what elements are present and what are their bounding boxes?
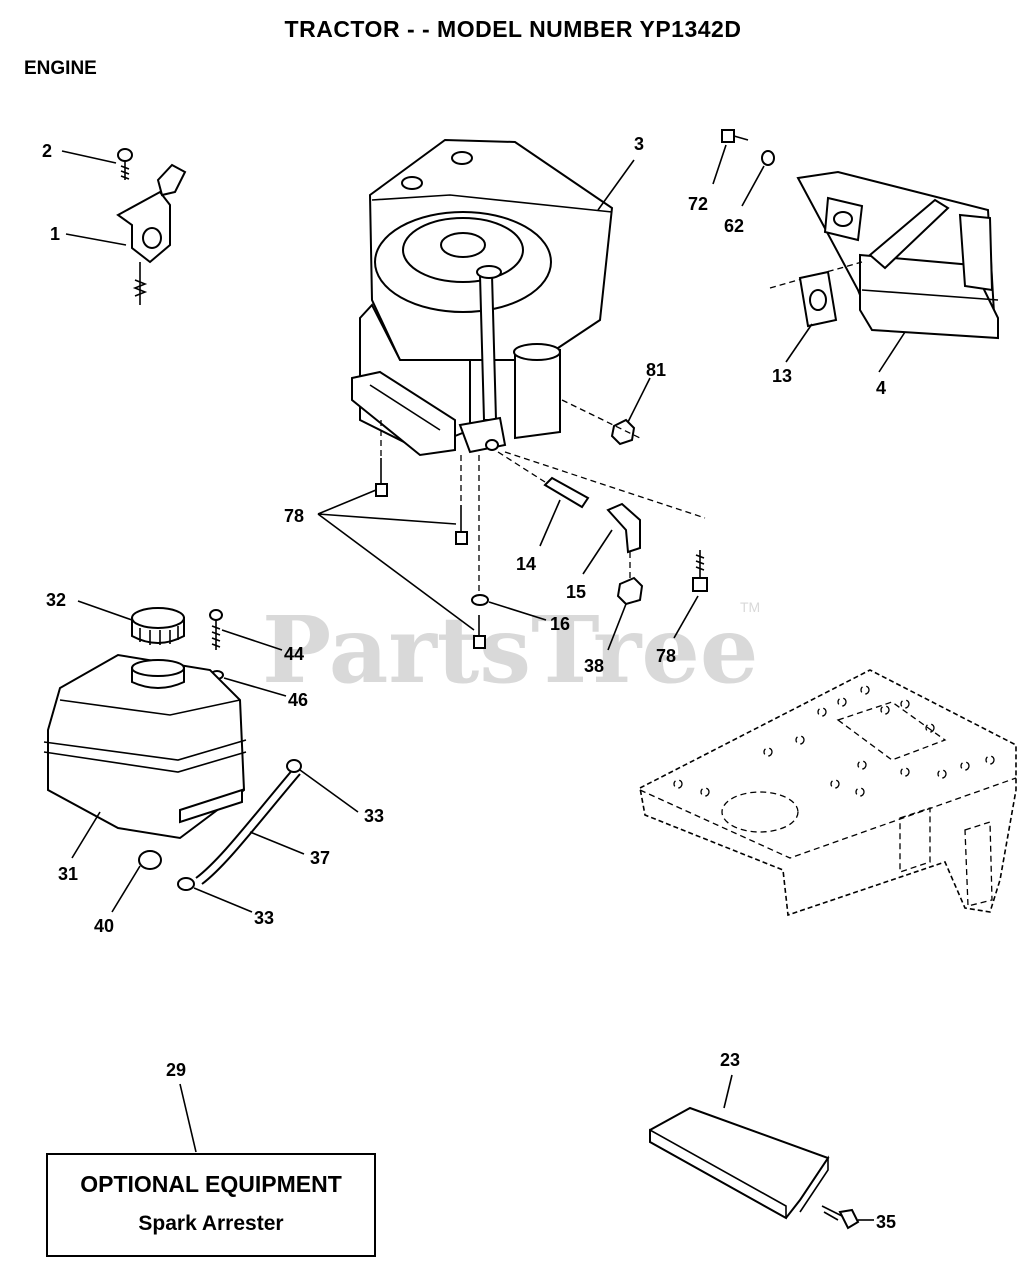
leader-33b bbox=[193, 887, 253, 913]
clamp-part-33-upper bbox=[286, 759, 302, 773]
screw-part-44 bbox=[209, 609, 223, 650]
spark-arrester-part-23 bbox=[649, 1106, 830, 1220]
leader-33a bbox=[299, 769, 359, 813]
callout-15: 15 bbox=[566, 582, 586, 602]
watermark-trademark: TM bbox=[740, 599, 760, 615]
optional-equipment-subtitle: Spark Arrester bbox=[138, 1212, 284, 1235]
watermark-text: PartsTree bbox=[262, 596, 758, 704]
leader-3 bbox=[597, 159, 635, 211]
callout-33-lower: 33 bbox=[254, 908, 274, 928]
callout-23: 23 bbox=[720, 1050, 740, 1070]
bolt-part-72 bbox=[721, 129, 749, 143]
page-title: TRACTOR - - MODEL NUMBER YP1342D bbox=[284, 16, 742, 42]
callout-29: 29 bbox=[166, 1060, 186, 1080]
leader-2 bbox=[61, 150, 117, 164]
fuel-cap-part-32 bbox=[131, 607, 185, 645]
leader-4 bbox=[878, 331, 906, 373]
leader-32 bbox=[77, 600, 133, 621]
cap-part-38 bbox=[616, 576, 644, 606]
callout-78-right: 78 bbox=[656, 646, 676, 666]
bushing-part-40 bbox=[138, 850, 162, 870]
bolt-part-78-upper bbox=[375, 458, 388, 497]
leader-1 bbox=[65, 233, 127, 246]
leader-40 bbox=[111, 865, 141, 913]
tractor-frame-reference bbox=[639, 669, 1017, 917]
callout-14: 14 bbox=[516, 554, 536, 574]
callout-13: 13 bbox=[772, 366, 792, 386]
leader-78b bbox=[673, 595, 699, 639]
leader-38 bbox=[607, 603, 627, 651]
leader-44 bbox=[221, 629, 283, 651]
bolt-part-78-middle bbox=[455, 505, 468, 545]
guide-line-14 bbox=[497, 451, 546, 483]
clamp-part-33-lower bbox=[177, 877, 195, 891]
leader-31 bbox=[71, 811, 101, 859]
bolt-part-78-lower bbox=[473, 615, 486, 649]
callout-32: 32 bbox=[46, 590, 66, 610]
callout-3: 3 bbox=[634, 134, 644, 154]
fuel-line-part-37 bbox=[195, 767, 295, 879]
section-title: ENGINE bbox=[24, 58, 97, 79]
callout-40: 40 bbox=[94, 916, 114, 936]
leader-29 bbox=[179, 1083, 197, 1153]
gasket-part-13 bbox=[798, 270, 838, 328]
callout-2: 2 bbox=[42, 141, 52, 161]
optional-equipment-box: OPTIONAL EQUIPMENT Spark Arrester bbox=[46, 1153, 376, 1257]
callout-78-left: 78 bbox=[284, 506, 304, 526]
callout-81: 81 bbox=[646, 360, 666, 380]
leader-23 bbox=[723, 1074, 733, 1109]
callout-38: 38 bbox=[584, 656, 604, 676]
washer-part-62 bbox=[761, 150, 775, 166]
callout-44: 44 bbox=[284, 644, 304, 664]
callout-16: 16 bbox=[550, 614, 570, 634]
drain-part-14 bbox=[543, 476, 590, 509]
leader-16 bbox=[488, 601, 547, 621]
nut-part-81 bbox=[610, 418, 636, 446]
screw-part-2 bbox=[117, 148, 133, 180]
leader-78a-1 bbox=[317, 489, 377, 515]
guide-line-muffler bbox=[769, 261, 863, 289]
callout-35: 35 bbox=[876, 1212, 896, 1232]
throttle-control-part bbox=[116, 163, 187, 305]
leader-78a-2 bbox=[317, 513, 457, 525]
leader-62 bbox=[741, 165, 765, 207]
leader-78a-3 bbox=[317, 513, 475, 631]
leader-37 bbox=[249, 831, 305, 855]
callout-37: 37 bbox=[310, 848, 330, 868]
engine-part bbox=[351, 138, 614, 457]
bolt-part-78-right bbox=[692, 550, 708, 592]
leader-13 bbox=[785, 323, 813, 363]
callout-62: 62 bbox=[724, 216, 744, 236]
leader-14 bbox=[539, 499, 561, 547]
fuel-tank-part bbox=[43, 653, 247, 840]
callout-4: 4 bbox=[876, 378, 886, 398]
fuel-line-part-37-edge bbox=[201, 773, 301, 885]
leader-46 bbox=[223, 677, 287, 697]
leader-15 bbox=[582, 529, 613, 575]
screw-part-35 bbox=[821, 1205, 860, 1230]
optional-equipment-title: OPTIONAL EQUIPMENT bbox=[80, 1171, 342, 1197]
callout-72: 72 bbox=[688, 194, 708, 214]
leader-72 bbox=[712, 144, 727, 185]
guide-line-81 bbox=[561, 399, 641, 439]
elbow-part-15 bbox=[606, 502, 641, 554]
callout-31: 31 bbox=[58, 864, 78, 884]
guide-line-engine bbox=[504, 451, 706, 519]
muffler-part bbox=[796, 170, 999, 340]
leader-81 bbox=[627, 377, 651, 423]
callout-46: 46 bbox=[288, 690, 308, 710]
callout-33-upper: 33 bbox=[364, 806, 384, 826]
callout-1: 1 bbox=[50, 224, 60, 244]
washer-part-16 bbox=[471, 594, 489, 606]
